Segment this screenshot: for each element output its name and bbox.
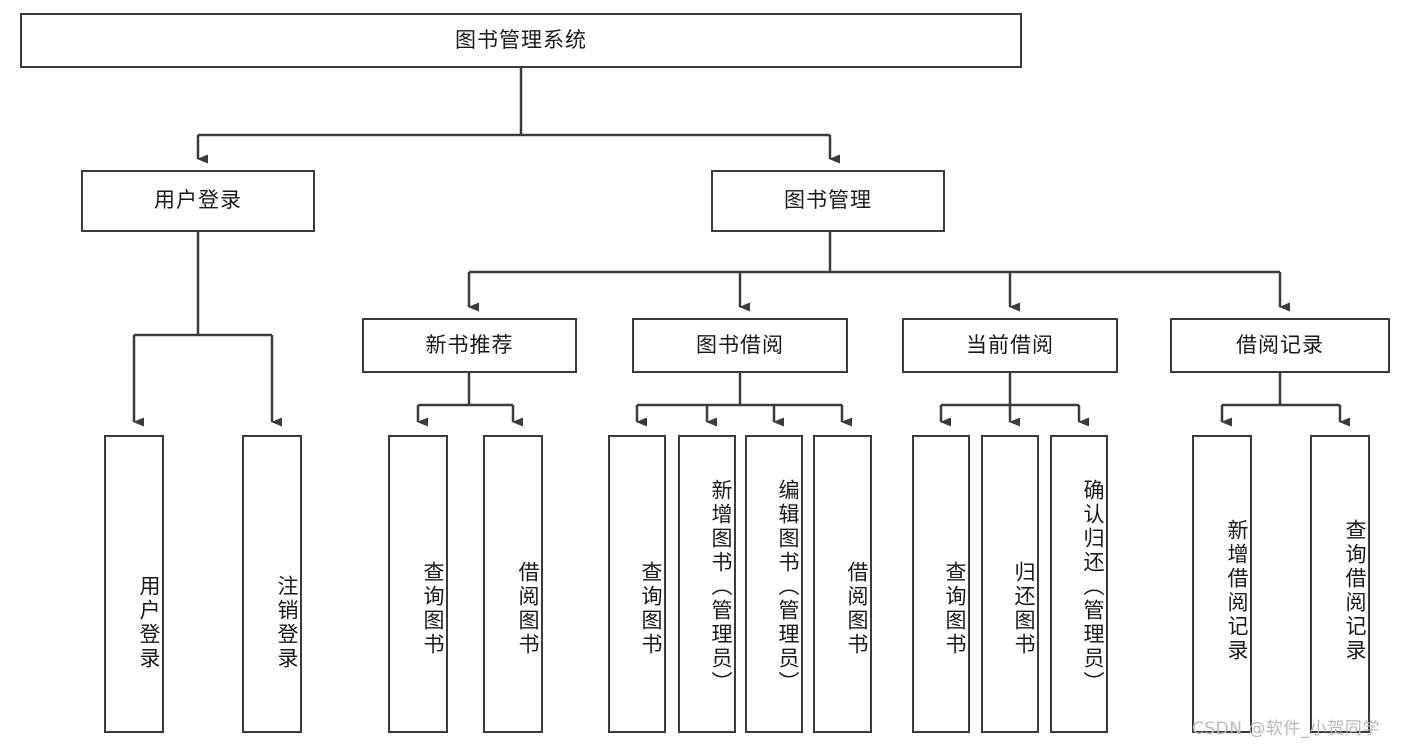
- node-leaf-query-borrow-record[interactable]: 查询借阅记录: [1310, 435, 1370, 733]
- node-new-book-recommend[interactable]: 新书推荐: [362, 318, 577, 373]
- node-leaf-return-book[interactable]: 归还图书: [981, 435, 1039, 733]
- node-leaf-borrow-book[interactable]: 借阅图书: [813, 435, 872, 733]
- node-leaf-confirm-return-admin[interactable]: 确认归还（管理员）: [1050, 435, 1108, 733]
- node-leaf-edit-book-admin[interactable]: 编辑图书（管理员）: [745, 435, 803, 733]
- node-leaf-query-book-recommend[interactable]: 查询图书: [388, 435, 448, 733]
- node-leaf-query-book-current[interactable]: 查询图书: [912, 435, 970, 733]
- node-leaf-add-borrow-record[interactable]: 新增借阅记录: [1192, 435, 1252, 733]
- node-leaf-user-login[interactable]: 用户登录: [104, 435, 164, 733]
- node-leaf-logout[interactable]: 注销登录: [242, 435, 302, 733]
- node-borrow-record[interactable]: 借阅记录: [1170, 318, 1390, 373]
- node-current-borrow[interactable]: 当前借阅: [902, 318, 1118, 373]
- csdn-watermark: CSDN @软件_小贺同学: [1192, 719, 1380, 739]
- node-leaf-borrow-book-recommend[interactable]: 借阅图书: [483, 435, 543, 733]
- node-book-borrow[interactable]: 图书借阅: [632, 318, 848, 373]
- node-book-management[interactable]: 图书管理: [711, 170, 945, 232]
- node-root-book-management-system[interactable]: 图书管理系统: [20, 13, 1022, 68]
- node-user-login[interactable]: 用户登录: [81, 170, 315, 232]
- node-leaf-add-book-admin[interactable]: 新增图书（管理员）: [678, 435, 736, 733]
- node-leaf-query-book-borrow[interactable]: 查询图书: [608, 435, 666, 733]
